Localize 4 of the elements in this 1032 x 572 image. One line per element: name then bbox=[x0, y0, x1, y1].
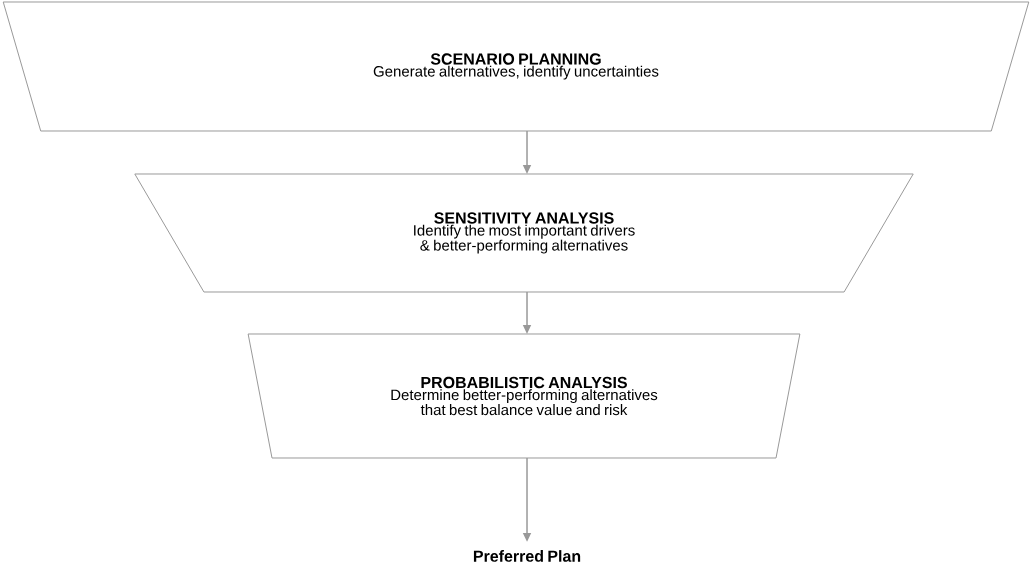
funnel-stage: PROBABILISTIC ANALYSIS Determine better-performing alternatives that best balance value and risk bbox=[247, 333, 801, 459]
funnel-stage: SENSITIVITY ANALYSIS Identify the most important drivers & better-performing alternatives bbox=[134, 173, 914, 293]
funnel-stage: SCENARIO PLANNING Generate alternatives, identify uncertainties bbox=[2, 1, 1030, 132]
result-label: Preferred Plan bbox=[473, 550, 581, 562]
